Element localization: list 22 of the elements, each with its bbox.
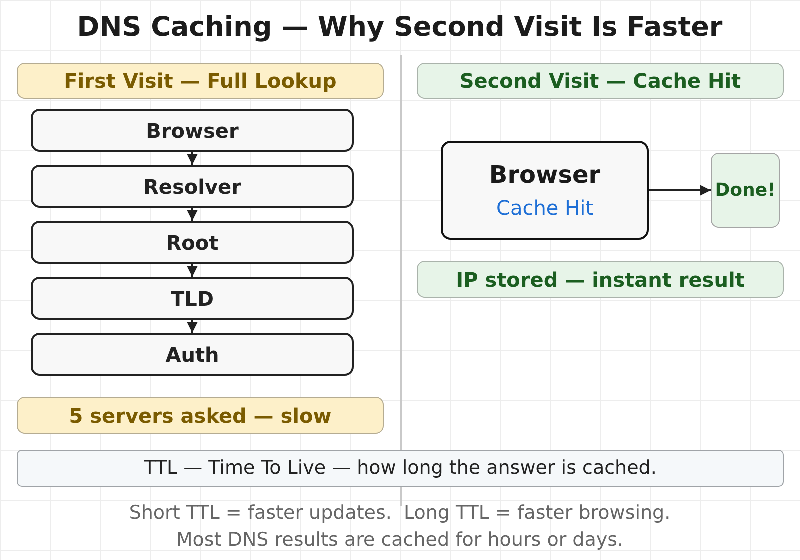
arrow bbox=[187, 264, 198, 277]
summary-banner: IP stored — instant result bbox=[417, 261, 784, 298]
diagram-title: DNS Caching — Why Second Visit Is Faster bbox=[77, 11, 723, 45]
section-banner: First Visit — Full Lookup bbox=[17, 63, 384, 99]
arrow bbox=[187, 208, 198, 221]
process-box: Root bbox=[31, 221, 354, 264]
note-box: TTL — Time To Live — how long the answer is cached. bbox=[17, 450, 784, 487]
node-title: Browser bbox=[489, 160, 601, 188]
process-box bbox=[441, 141, 649, 240]
process-box: Auth bbox=[31, 333, 354, 376]
summary-banner: 5 servers asked — slow bbox=[17, 397, 384, 434]
arrow bbox=[649, 185, 711, 196]
process-box: Resolver bbox=[31, 165, 354, 208]
node-subtitle: Cache Hit bbox=[496, 194, 594, 220]
footnote: Short TTL = faster updates. Long TTL = faster browsing. bbox=[129, 501, 671, 526]
process-box: TLD bbox=[31, 277, 354, 320]
arrow bbox=[187, 320, 198, 333]
process-box: Browser bbox=[31, 109, 354, 152]
footnote: Most DNS results are cached for hours or days. bbox=[176, 528, 624, 553]
section-banner: Second Visit — Cache Hit bbox=[417, 63, 784, 99]
arrow bbox=[187, 152, 198, 165]
result-box: Done! bbox=[711, 153, 780, 228]
